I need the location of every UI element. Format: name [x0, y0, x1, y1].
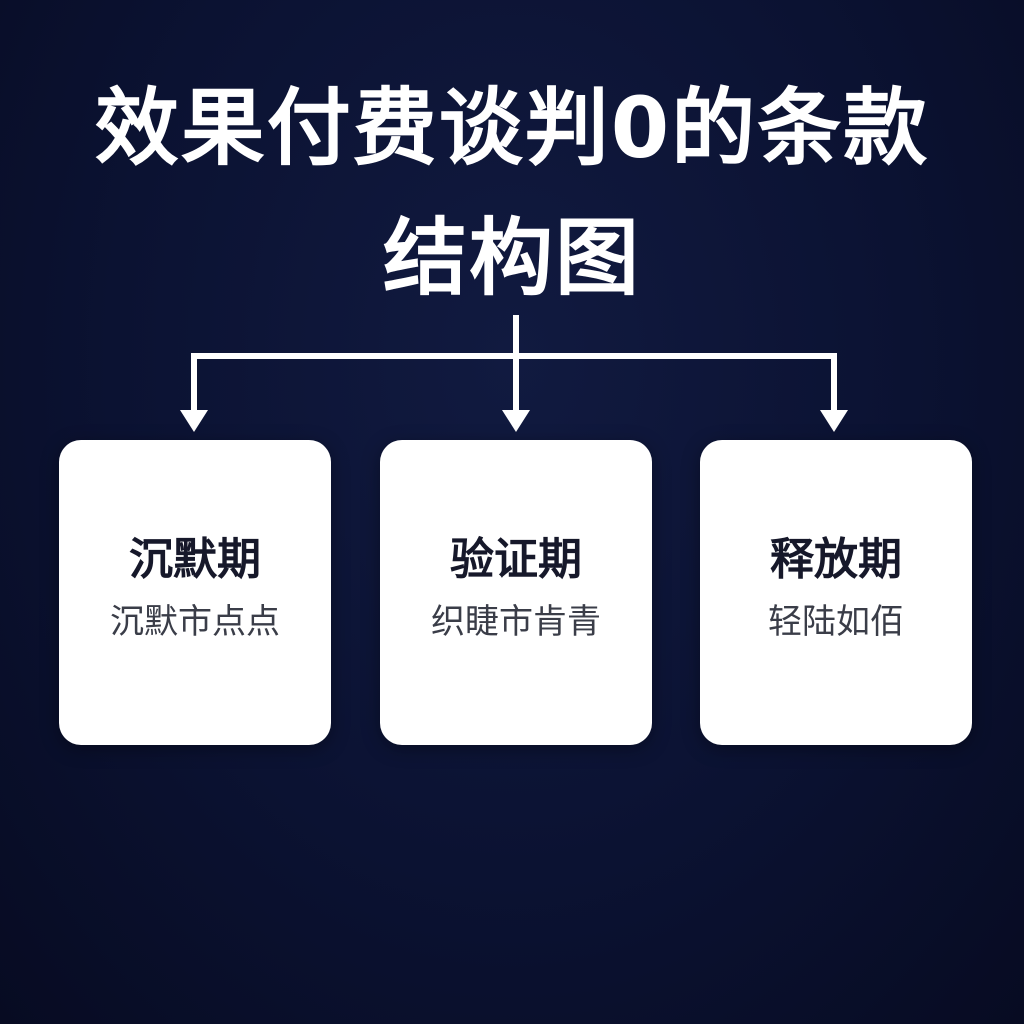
phase-card-validation: 验证期 织睫市肯青 — [380, 440, 652, 745]
arrowhead-middle — [502, 410, 530, 432]
arrowhead-right — [820, 410, 848, 432]
phase-card-subtitle: 织睫市肯青 — [431, 602, 601, 642]
phase-card-title: 沉默期 — [129, 534, 261, 585]
phase-card-subtitle: 轻陆如佰 — [768, 602, 904, 642]
phase-card-title: 验证期 — [450, 534, 582, 585]
diagram-title-line-2: 结构图 — [382, 209, 641, 307]
phase-card-release: 释放期 轻陆如佰 — [700, 440, 972, 745]
diagram-title-line-1: 效果付费谈判0的条款 — [94, 79, 930, 177]
arrowhead-left — [180, 410, 208, 432]
phase-card-silent: 沉默期 沉默市点点 — [59, 440, 331, 745]
phase-card-subtitle: 沉默市点点 — [110, 602, 280, 642]
phase-card-title: 释放期 — [770, 534, 902, 585]
